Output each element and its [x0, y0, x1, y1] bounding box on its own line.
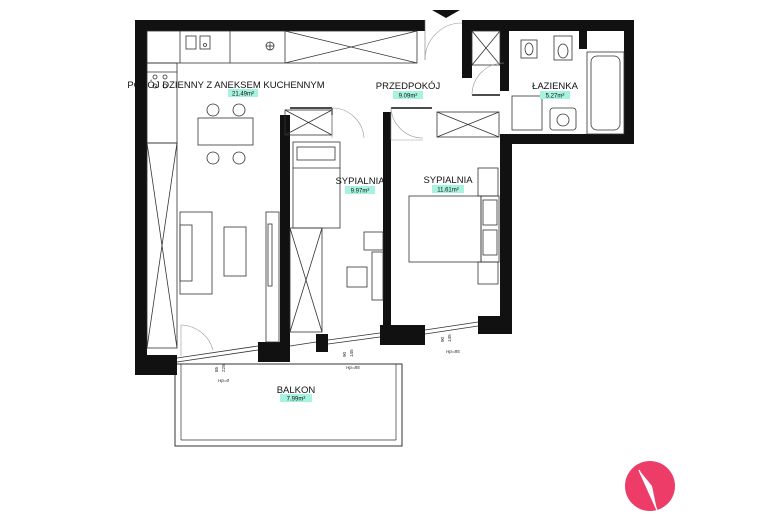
window-annotation-3: 90 145 Hp=85: [440, 334, 460, 354]
room-label-bath: ŁAZIENKA 5.27m²: [532, 81, 579, 100]
window-height: Hp=0: [218, 378, 230, 383]
room-label-living: POKÓJ DZIENNY Z ANEKSEM KUCHENNYM 21.49m…: [127, 80, 324, 98]
room-area-bath: 5.27m²: [546, 94, 565, 100]
window-dim-a: 85: [214, 366, 219, 372]
north-arrow-icon: [625, 461, 675, 511]
window-dim-a: 90: [342, 351, 347, 357]
entrance-marker: [432, 10, 460, 18]
balcony: [174, 363, 403, 447]
room-area-living: 21.49m²: [232, 92, 254, 98]
room-name-living: POKÓJ DZIENNY Z ANEKSEM KUCHENNYM: [127, 80, 324, 91]
furniture: [146, 30, 625, 363]
room-area-balcony: 7.99m²: [287, 397, 306, 403]
room-name-balcony: BALKON: [277, 385, 316, 396]
window-annotation-2: 90 145 Hp=85: [342, 349, 360, 370]
room-name-hall: PRZEDPOKÓJ: [376, 81, 441, 92]
room-name-bath: ŁAZIENKA: [532, 81, 579, 92]
room-label-balcony: BALKON 7.99m²: [277, 385, 316, 403]
window-height: Hp=85: [346, 365, 360, 370]
room-area-bed2: 11.61m²: [437, 188, 459, 194]
room-label-hall: PRZEDPOKÓJ 9.09m²: [376, 81, 441, 100]
window-dim-b: 225: [221, 364, 226, 372]
room-name-bed2: SYPIALNIA: [423, 175, 473, 186]
window-dim-a: 90: [440, 336, 445, 342]
window-annotation-1: 85 225 Hp=0: [214, 364, 230, 383]
room-area-bed1: 9.97m²: [351, 189, 370, 195]
room-area-hall: 9.09m²: [399, 94, 418, 100]
window-dim-b: 145: [349, 349, 354, 357]
window-dim-b: 145: [447, 334, 452, 342]
room-label-bed1: SYPIALNIA 9.97m²: [335, 176, 385, 195]
walls: [135, 20, 634, 375]
room-label-bed2: SYPIALNIA 11.61m²: [423, 175, 473, 194]
room-name-bed1: SYPIALNIA: [335, 176, 385, 187]
window-height: Hp=85: [446, 349, 460, 354]
